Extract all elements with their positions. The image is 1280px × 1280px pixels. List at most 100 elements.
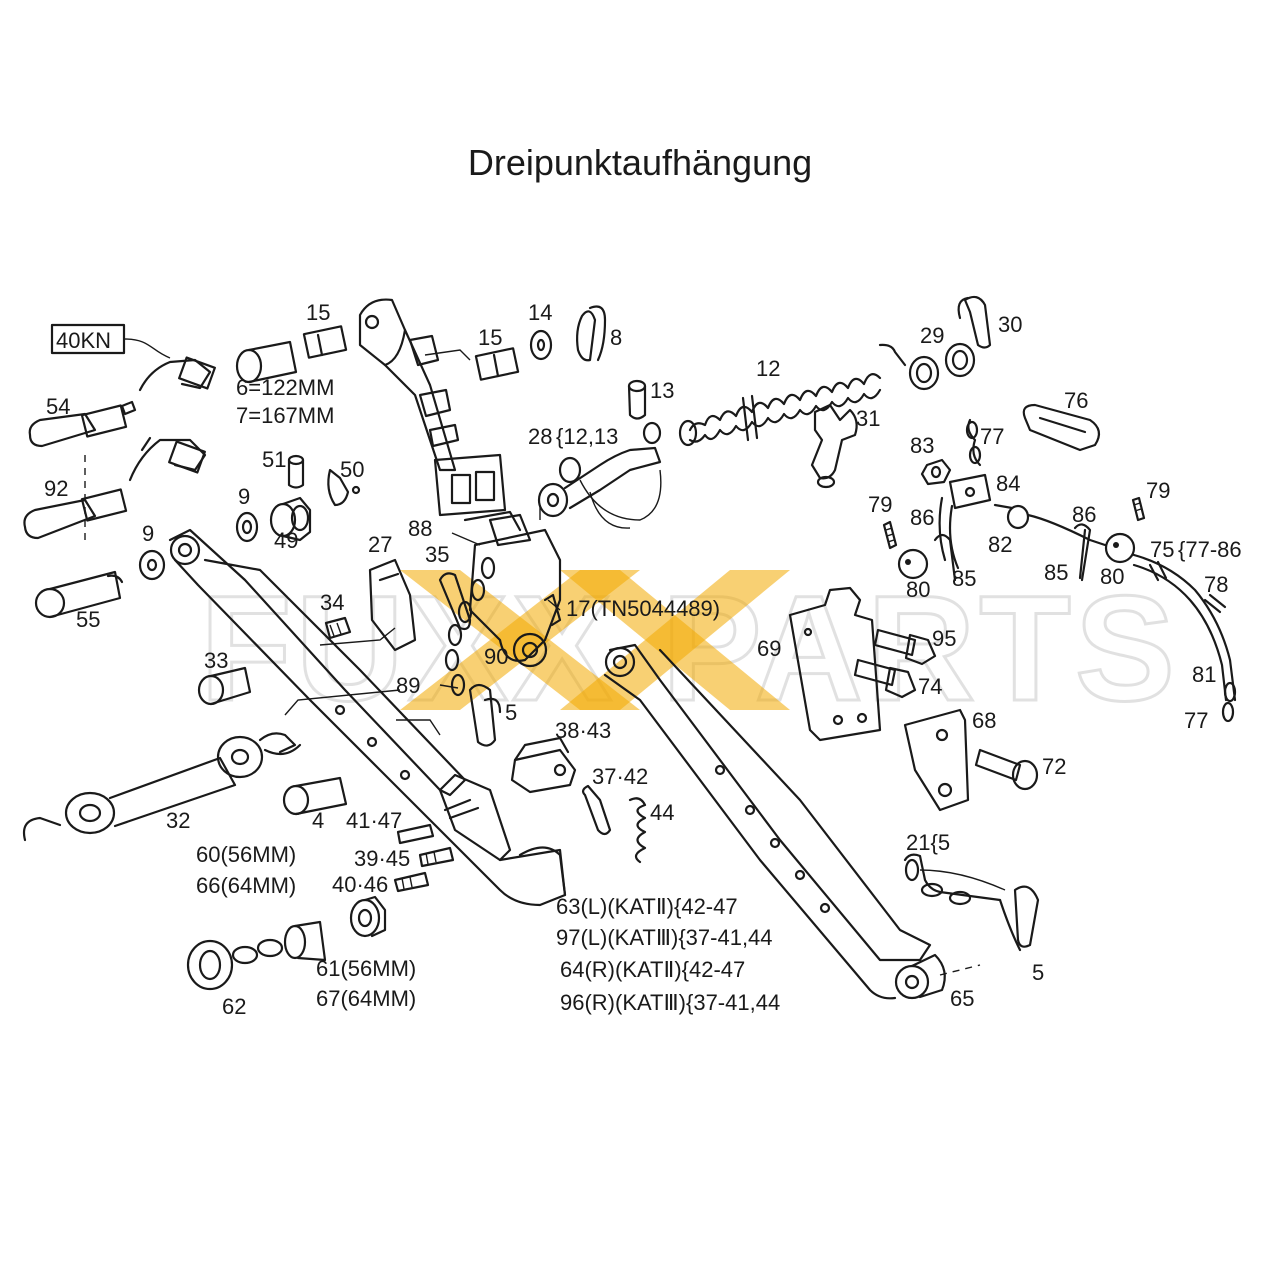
- label-79a: 79: [868, 492, 892, 517]
- label-41-47: 41·47: [346, 808, 402, 833]
- label-61: 61(56MM): [316, 956, 416, 981]
- label-88: 88: [408, 516, 432, 541]
- linch-pin-30: [957, 295, 992, 349]
- stabilizer-32: [22, 732, 302, 842]
- label-78: 78: [1204, 572, 1228, 597]
- bushing-60-66: [349, 895, 387, 938]
- label-60: 60(56MM): [196, 842, 296, 867]
- label-89: 89: [396, 673, 420, 698]
- bushing-49: [269, 496, 312, 542]
- lower-link-left: [168, 528, 567, 907]
- label-54: 54: [46, 394, 70, 419]
- washer-9-left: [138, 549, 166, 581]
- label-81: 81: [1192, 662, 1216, 687]
- linch-pin-8: [576, 305, 607, 362]
- label-13: 13: [650, 378, 674, 403]
- label-31: 31: [856, 406, 880, 431]
- label-79b: 79: [1146, 478, 1170, 503]
- label-82: 82: [988, 532, 1012, 557]
- spring-44: [628, 797, 647, 864]
- chain-75-78-81: [1132, 553, 1237, 723]
- label-83: 83: [910, 433, 934, 458]
- label-66: 66(64MM): [196, 873, 296, 898]
- chain-28: [537, 421, 662, 529]
- label-38-43: 38·43: [555, 718, 611, 743]
- label-33: 33: [204, 648, 228, 673]
- label-kat-64: 64(R)(KATⅡ){42-47: [560, 957, 745, 982]
- pins-41-39-40: [393, 823, 455, 893]
- chain-77-top: [965, 418, 982, 467]
- label-67: 67(64MM): [316, 986, 416, 1011]
- label-34: 34: [320, 590, 344, 615]
- label-32: 32: [166, 808, 190, 833]
- screw-79-right: [1131, 496, 1146, 522]
- label-15a: 15: [306, 300, 330, 325]
- label-7: 7=167MM: [236, 403, 334, 428]
- label-80a: 80: [906, 577, 930, 602]
- bracket-38-43: [510, 736, 577, 794]
- washer-29: [908, 342, 976, 391]
- label-5a: 5: [505, 700, 517, 725]
- label-6: 6=122MM: [236, 375, 334, 400]
- nut-83: [920, 458, 952, 486]
- sensor-17: [468, 513, 562, 668]
- clip-50: [327, 468, 361, 507]
- label-90: 90: [484, 644, 508, 669]
- pin-51: [287, 454, 305, 489]
- clip-15-upper: [302, 325, 348, 359]
- label-8: 8: [610, 325, 622, 350]
- label-95: 95: [932, 626, 956, 651]
- label-29: 29: [920, 323, 944, 348]
- washer-9-mid: [235, 511, 259, 543]
- label-40-46: 40·46: [332, 872, 388, 897]
- bracket-68: [903, 708, 970, 812]
- label-85a: 85: [952, 566, 976, 591]
- lever-37-42: [581, 784, 612, 836]
- label-30: 30: [998, 312, 1022, 337]
- label-80b: 80: [1100, 564, 1124, 589]
- label-14: 14: [528, 300, 552, 325]
- pin-54: [28, 356, 216, 448]
- pin-34: [324, 616, 352, 640]
- label-74: 74: [918, 674, 942, 699]
- label-35: 35: [425, 542, 449, 567]
- pin-13: [627, 379, 647, 420]
- force-rating-text: 40KN: [56, 328, 111, 353]
- label-4: 4: [312, 808, 324, 833]
- label-28: 28: [528, 424, 552, 449]
- label-9a: 9: [238, 484, 250, 509]
- label-92: 92: [44, 476, 68, 501]
- label-85b: 85: [1044, 560, 1068, 585]
- leader-lines: [284, 505, 561, 736]
- pin-6-7: [235, 340, 298, 384]
- label-65: 65: [950, 986, 974, 1011]
- washer-14: [529, 329, 553, 361]
- label-86a: 86: [910, 505, 934, 530]
- pin-55: [34, 570, 124, 619]
- label-5b: 5: [1032, 960, 1044, 985]
- chain-88-35-90-89: [438, 556, 502, 747]
- label-15b: 15: [478, 325, 502, 350]
- spring-12: [678, 343, 907, 447]
- part-labels: 15 15 14 8 6=122MM 7=167MM 12 13 28 {12,…: [44, 300, 1242, 1019]
- spring-clip-86-85-left: [933, 533, 957, 582]
- screw-79-left: [882, 520, 898, 550]
- force-rating-leader: [123, 338, 171, 359]
- force-rating-box: 40KN: [50, 323, 171, 359]
- label-77b: 77: [1184, 708, 1208, 733]
- bolt-74: [853, 658, 917, 699]
- bracket-27: [368, 558, 417, 652]
- label-37-42: 37·42: [592, 764, 648, 789]
- bolt-95: [873, 628, 937, 666]
- label-27: 27: [368, 532, 392, 557]
- label-75-ref: {77-86: [1178, 537, 1242, 562]
- label-28-ref: {12,13: [556, 424, 618, 449]
- label-kat-97: 97(L)(KATⅢ){37-41,44: [556, 925, 773, 950]
- label-84: 84: [996, 471, 1020, 496]
- label-75: 75: [1150, 537, 1174, 562]
- label-77a: 77: [980, 424, 1004, 449]
- lower-link-right: [603, 643, 981, 1000]
- label-21: 21{5: [906, 830, 950, 855]
- ball-80-left: [897, 548, 929, 580]
